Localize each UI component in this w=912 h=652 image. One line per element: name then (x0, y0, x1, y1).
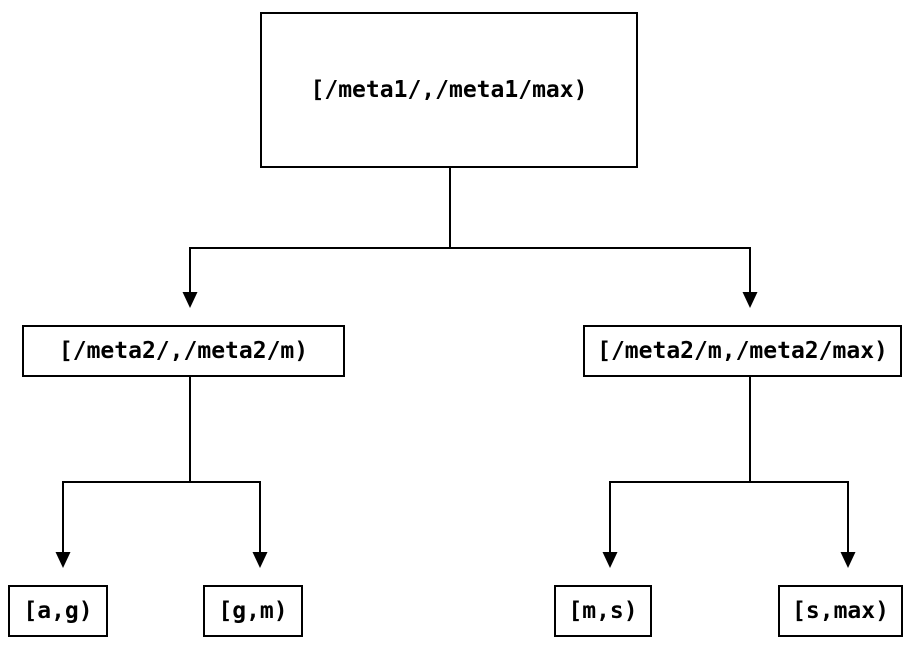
node-meta2-right: [/meta2/m,/meta2/max) (583, 325, 902, 377)
node-leaf-a-g: [a,g) (8, 585, 108, 637)
arrowhead-to-leaf-m-s (602, 552, 618, 568)
node-leaf-m-s: [m,s) (554, 585, 652, 637)
node-meta2-right-label: [/meta2/m,/meta2/max) (597, 338, 888, 364)
node-meta2-left: [/meta2/,/meta2/m) (22, 325, 345, 377)
edges-meta2-right-to-children (602, 377, 856, 568)
arrowhead-to-leaf-g-m (252, 552, 268, 568)
arrowhead-to-leaf-s-max (840, 552, 856, 568)
arrowhead-to-meta2-left (182, 292, 198, 308)
node-leaf-s-max-label: [s,max) (792, 598, 889, 624)
node-leaf-s-max: [s,max) (778, 585, 903, 637)
node-root: [/meta1/,/meta1/max) (260, 12, 638, 168)
arrowhead-to-leaf-a-g (55, 552, 71, 568)
node-meta2-left-label: [/meta2/,/meta2/m) (58, 338, 309, 364)
node-root-label: [/meta1/,/meta1/max) (310, 77, 588, 103)
node-leaf-a-g-label: [a,g) (23, 598, 93, 624)
node-leaf-g-m-label: [g,m) (218, 598, 288, 624)
edges-root-to-children (182, 168, 758, 308)
edges-meta2-left-to-children (55, 377, 268, 568)
node-leaf-m-s-label: [m,s) (568, 598, 638, 624)
arrowhead-to-meta2-right (742, 292, 758, 308)
node-leaf-g-m: [g,m) (203, 585, 303, 637)
